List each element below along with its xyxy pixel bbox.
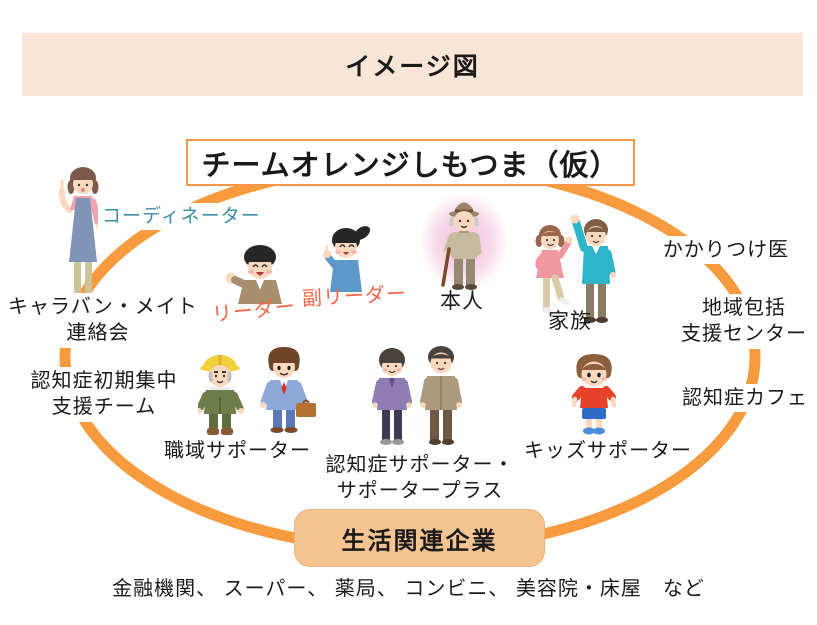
family-illustration [535,214,616,323]
initial-support-team-label: 認知症初期集中 支援チーム [10,367,198,422]
page-title: イメージ図 [345,52,480,81]
supporter-woman-illustration [372,348,412,445]
construction-worker-illustration [196,355,244,435]
dementia-cafe-label: 認知症カフェ [678,384,810,413]
person-label: 本人 [440,290,484,313]
workplace-supporter-label: 職域サポーター [164,440,311,462]
person-illustration [419,192,509,292]
coordinator-label: コーディネーター [98,203,260,231]
supporter-man-illustration [420,346,462,445]
kids-supporter-illustration [571,354,617,435]
vice-leader-label: 副リーダー [301,283,408,311]
header-banner: イメージ図 [22,33,803,96]
caravan-mate-label: キャラバン・メイト 連絡会 [4,293,197,348]
team-title-box: チームオレンジしもつま（仮） [186,139,635,186]
family-label: 家族 [548,310,592,333]
coordinator-illustration [58,167,103,306]
life-companies-examples: 金融機関、 スーパー、 薬局、 コンビニ、 美容院・床屋 など [112,578,705,600]
vice-leader-illustration [323,226,371,292]
leader-illustration [225,245,282,304]
dementia-supporter-label: 認知症サポーター・ サポータープラス [325,454,515,503]
kids-supporter-label: キッズサポーター [524,440,692,462]
businessman-illustration [260,347,316,433]
community-support-center-label: 地域包括 支援センター [672,294,816,349]
team-title: チームオレンジしもつま（仮） [201,149,620,182]
family-doctor-label: かかりつけ医 [646,236,806,265]
life-companies-box: 生活関連企業 [294,509,545,567]
